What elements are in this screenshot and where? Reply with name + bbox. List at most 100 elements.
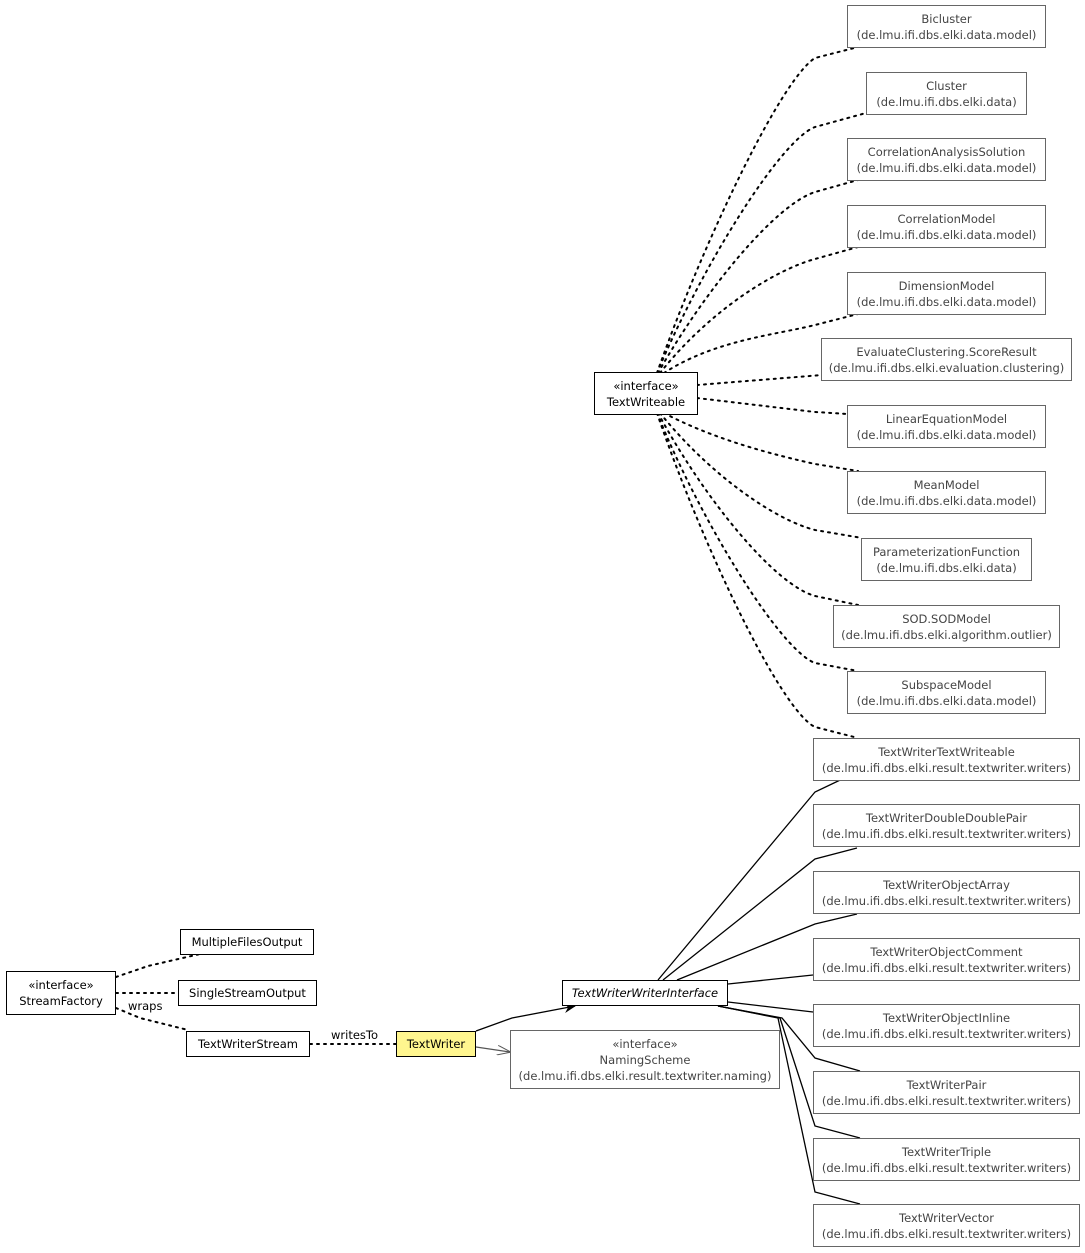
cluster-node[interactable]: Cluster (de.lmu.ifi.dbs.elki.data): [866, 72, 1027, 115]
class-name: TextWriterStream: [198, 1037, 298, 1051]
class-name: TextWriterObjectInline: [882, 1010, 1011, 1025]
tw-vector-node[interactable]: TextWriterVector (de.lmu.ifi.dbs.elki.re…: [813, 1204, 1080, 1247]
naming-scheme-node[interactable]: «interface» NamingScheme (de.lmu.ifi.dbs…: [510, 1030, 780, 1089]
class-name: CorrelationModel: [897, 211, 996, 226]
dimension-model-node[interactable]: DimensionModel (de.lmu.ifi.dbs.elki.data…: [847, 272, 1046, 315]
edge-evaluate: [696, 374, 823, 386]
class-name: TextWriterObjectComment: [870, 944, 1023, 959]
class-name: Cluster: [926, 78, 967, 93]
class-name: LinearEquationModel: [885, 411, 1008, 426]
linear-equation-model-node[interactable]: LinearEquationModel (de.lmu.ifi.dbs.elki…: [847, 405, 1046, 448]
sod-model-node[interactable]: SOD.SODModel (de.lmu.ifi.dbs.elki.algori…: [833, 605, 1060, 648]
edge-tw-objectarray-impl: [676, 913, 858, 981]
class-name: SOD.SODModel: [902, 611, 991, 626]
edge-correlation-analysis: [657, 179, 859, 374]
edge-tw-vector-impl: [717, 1005, 861, 1205]
package-name: (de.lmu.ifi.dbs.elki.data.model): [856, 160, 1037, 175]
writes-to-label: writesTo: [331, 1028, 379, 1042]
package-name: (de.lmu.ifi.dbs.elki.evaluation.clusteri…: [828, 360, 1065, 375]
correlation-model-node[interactable]: CorrelationModel (de.lmu.ifi.dbs.elki.da…: [847, 205, 1046, 248]
package-name: (de.lmu.ifi.dbs.elki.data.model): [856, 227, 1037, 242]
package-name: (de.lmu.ifi.dbs.elki.data.model): [856, 27, 1037, 42]
stereotype-label: «interface»: [612, 1036, 678, 1051]
package-name: (de.lmu.ifi.dbs.elki.result.textwriter.w…: [821, 1026, 1072, 1041]
class-name: MeanModel: [913, 477, 980, 492]
class-name: Bicluster: [921, 11, 972, 26]
edge-tw-objectcomment-impl: [727, 974, 814, 985]
mean-model-node[interactable]: MeanModel (de.lmu.ifi.dbs.elki.data.mode…: [847, 471, 1046, 514]
edge-dimension-model: [663, 313, 859, 374]
streamfactory-node[interactable]: «interface» StreamFactory: [6, 971, 116, 1015]
edge-mean-model: [663, 412, 859, 472]
class-name: TextWriterWriterInterface: [571, 986, 719, 1000]
tw-pair-node[interactable]: TextWriterPair (de.lmu.ifi.dbs.elki.resu…: [813, 1071, 1080, 1114]
correlation-analysis-solution-node[interactable]: CorrelationAnalysisSolution (de.lmu.ifi.…: [847, 138, 1046, 181]
package-name: (de.lmu.ifi.dbs.elki.result.textwriter.w…: [821, 826, 1072, 841]
stereotype-label: «interface»: [613, 378, 679, 393]
edge-textwriter-naming: [475, 1047, 510, 1052]
tw-objectarray-node[interactable]: TextWriterObjectArray (de.lmu.ifi.dbs.el…: [813, 871, 1080, 914]
class-name: SingleStreamOutput: [189, 986, 306, 1000]
class-name: DimensionModel: [898, 278, 995, 293]
class-name: TextWriterTriple: [901, 1144, 992, 1159]
subspace-model-node[interactable]: SubspaceModel (de.lmu.ifi.dbs.elki.data.…: [847, 671, 1046, 714]
edge-textwriter-interface: [475, 1003, 576, 1032]
package-name: (de.lmu.ifi.dbs.elki.result.textwriter.w…: [821, 1160, 1072, 1175]
package-name: (de.lmu.ifi.dbs.elki.data.model): [856, 493, 1037, 508]
package-name: (de.lmu.ifi.dbs.elki.data): [876, 94, 1017, 109]
tw-triple-node[interactable]: TextWriterTriple (de.lmu.ifi.dbs.elki.re…: [813, 1138, 1080, 1181]
textwriteable-node[interactable]: «interface» TextWriteable: [594, 372, 698, 415]
class-name: EvaluateClustering.ScoreResult: [856, 344, 1037, 359]
edge-tw-doubledoublepair-impl: [662, 847, 858, 981]
package-name: (de.lmu.ifi.dbs.elki.result.textwriter.w…: [821, 1093, 1072, 1108]
edge-tw-objectinline-impl: [727, 1001, 814, 1013]
textwriterstream-node[interactable]: TextWriterStream: [186, 1031, 310, 1057]
class-name: StreamFactory: [19, 994, 103, 1008]
class-name: TextWriteable: [606, 394, 686, 409]
class-name: CorrelationAnalysisSolution: [867, 144, 1026, 159]
edge-cluster: [656, 112, 867, 374]
class-name: NamingScheme: [599, 1052, 691, 1067]
edge-linear-equation: [696, 397, 849, 415]
evaluate-clustering-node[interactable]: EvaluateClustering.ScoreResult (de.lmu.i…: [821, 338, 1072, 381]
package-name: (de.lmu.ifi.dbs.elki.result.textwriter.w…: [821, 960, 1072, 975]
tw-interface-node[interactable]: TextWriterWriterInterface: [562, 980, 728, 1006]
dotted-edges: [115, 46, 867, 1045]
package-name: (de.lmu.ifi.dbs.elki.algorithm.outlier): [841, 627, 1052, 642]
stereotype-label: «interface»: [28, 978, 94, 992]
tw-objectinline-node[interactable]: TextWriterObjectInline (de.lmu.ifi.dbs.e…: [813, 1004, 1080, 1047]
singlestreamoutput-node[interactable]: SingleStreamOutput: [178, 980, 317, 1006]
multiplefilesoutput-node[interactable]: MultipleFilesOutput: [180, 929, 314, 955]
package-name: (de.lmu.ifi.dbs.elki.data.model): [856, 427, 1037, 442]
tw-objectcomment-node[interactable]: TextWriterObjectComment (de.lmu.ifi.dbs.…: [813, 938, 1080, 981]
class-name: TextWriterDoubleDoublePair: [865, 810, 1028, 825]
edge-parameterization: [659, 412, 863, 539]
class-name: TextWriterObjectArray: [883, 877, 1010, 892]
edge-bicluster: [656, 46, 859, 374]
class-name: TextWriterPair: [906, 1077, 987, 1092]
package-name: (de.lmu.ifi.dbs.elki.data.model): [856, 294, 1037, 309]
package-name: (de.lmu.ifi.dbs.elki.data): [876, 560, 1017, 575]
package-name: (de.lmu.ifi.dbs.elki.result.textwriter.n…: [518, 1068, 772, 1083]
class-name: MultipleFilesOutput: [191, 935, 303, 949]
class-name: TextWriterTextWriteable: [878, 744, 1015, 759]
edge-subspace-model: [656, 412, 859, 672]
class-name: TextWriterVector: [899, 1210, 994, 1225]
class-name: TextWriter: [406, 1037, 466, 1051]
package-name: (de.lmu.ifi.dbs.elki.result.textwriter.w…: [821, 1226, 1072, 1241]
class-name: SubspaceModel: [901, 677, 992, 692]
tw-textwriteable-node[interactable]: TextWriterTextWriteable (de.lmu.ifi.dbs.…: [813, 738, 1080, 781]
package-name: (de.lmu.ifi.dbs.elki.result.textwriter.w…: [821, 760, 1072, 775]
parameterization-function-node[interactable]: ParameterizationFunction (de.lmu.ifi.dbs…: [861, 538, 1032, 581]
bicluster-node[interactable]: Bicluster (de.lmu.ifi.dbs.elki.data.mode…: [847, 5, 1046, 48]
edge-tw-textwriteable: [656, 412, 859, 739]
tw-doubledoublepair-node[interactable]: TextWriterDoubleDoublePair (de.lmu.ifi.d…: [813, 804, 1080, 847]
edge-wraps: [115, 1007, 189, 1031]
edge-correlation-model: [659, 246, 859, 374]
textwriter-node[interactable]: TextWriter: [396, 1031, 476, 1057]
edge-sod-model: [657, 412, 859, 606]
package-name: (de.lmu.ifi.dbs.elki.result.textwriter.w…: [821, 893, 1072, 908]
class-name: ParameterizationFunction: [872, 544, 1021, 559]
package-name: (de.lmu.ifi.dbs.elki.data.model): [856, 693, 1037, 708]
